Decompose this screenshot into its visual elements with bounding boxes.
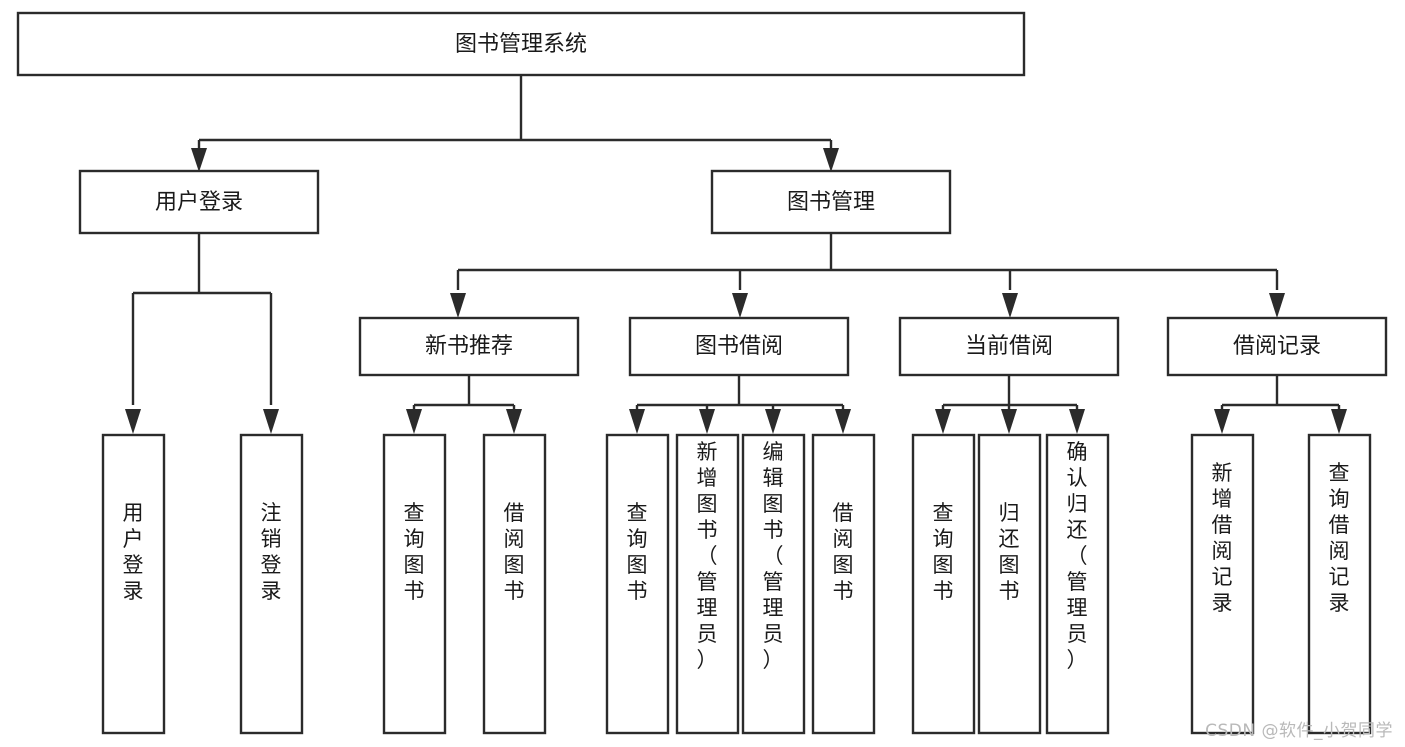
arrow-to-leaf-add-book xyxy=(699,409,715,434)
node-leaf-add-record[interactable]: 新增借阅记录 xyxy=(1190,433,1255,735)
node-leaf-query-record-box[interactable] xyxy=(1307,433,1372,735)
arrow-to-leaf-query-book-3 xyxy=(935,409,951,434)
node-leaf-return-book-label: 归还图书 xyxy=(999,501,1020,603)
node-leaf-borrow-book-1-label: 借阅图书 xyxy=(504,501,525,603)
arrow-to-new-book-recommend xyxy=(450,293,466,318)
node-leaf-query-book-3-label: 查询图书 xyxy=(933,501,954,603)
node-leaf-borrow-book-2-label: 借阅图书 xyxy=(833,501,854,603)
node-leaf-user-login-box[interactable] xyxy=(101,433,166,735)
node-leaf-logout-login[interactable]: 注销登录 xyxy=(239,433,304,735)
node-root-label: 图书管理系统 xyxy=(455,32,587,57)
connector-root-to-level2 xyxy=(197,75,833,158)
node-borrow-record-label: 借阅记录 xyxy=(1233,334,1321,359)
node-leaf-confirm-return-box[interactable] xyxy=(1045,433,1110,735)
node-leaf-borrow-book-1-box[interactable] xyxy=(482,433,547,735)
connector-book-borrow-to-leaves xyxy=(635,375,845,412)
node-leaf-query-book-1[interactable]: 查询图书 xyxy=(382,433,447,735)
node-leaf-add-record-label: 新增借阅记录 xyxy=(1212,461,1233,615)
node-leaf-query-book-1-label: 查询图书 xyxy=(404,501,425,603)
node-leaf-return-book[interactable]: 归还图书 xyxy=(977,433,1042,735)
node-leaf-borrow-book-1[interactable]: 借阅图书 xyxy=(482,433,547,735)
node-leaf-logout-login-label: 注销登录 xyxy=(261,501,282,603)
arrow-to-book-borrow xyxy=(732,293,748,318)
arrow-to-leaf-add-record xyxy=(1214,409,1230,434)
node-user-login[interactable]: 用户登录 xyxy=(78,169,320,235)
node-new-book-recommend-label: 新书推荐 xyxy=(425,334,513,359)
node-root[interactable]: 图书管理系统 xyxy=(16,11,1026,77)
connector-user-login-to-leaves xyxy=(131,233,273,405)
node-borrow-record[interactable]: 借阅记录 xyxy=(1166,316,1388,377)
connector-new-book-recommend-to-leaves xyxy=(412,375,516,412)
node-leaf-borrow-book-2[interactable]: 借阅图书 xyxy=(811,433,876,735)
node-book-borrow[interactable]: 图书借阅 xyxy=(628,316,850,377)
node-borrow-record-box[interactable] xyxy=(1166,316,1388,377)
node-leaf-add-book-box[interactable] xyxy=(675,433,740,735)
node-leaf-user-login-label: 用户登录 xyxy=(123,501,144,603)
node-book-borrow-box[interactable] xyxy=(628,316,850,377)
node-book-manage-label: 图书管理 xyxy=(787,190,875,215)
arrow-to-leaf-borrow-book-1 xyxy=(506,409,522,434)
arrow-to-leaf-query-book-1 xyxy=(406,409,422,434)
node-user-login-label: 用户登录 xyxy=(155,190,243,215)
node-leaf-add-record-box[interactable] xyxy=(1190,433,1255,735)
connector-current-borrow-to-leaves xyxy=(941,375,1079,412)
node-user-login-box[interactable] xyxy=(78,169,320,235)
node-leaf-query-record[interactable]: 查询借阅记录 xyxy=(1307,433,1372,735)
arrow-to-leaf-return-book xyxy=(1001,409,1017,434)
arrow-to-leaf-confirm-return xyxy=(1069,409,1085,434)
node-new-book-recommend[interactable]: 新书推荐 xyxy=(358,316,580,377)
node-leaf-query-book-3-box[interactable] xyxy=(911,433,976,735)
node-leaf-query-book-3[interactable]: 查询图书 xyxy=(911,433,976,735)
node-leaf-edit-book[interactable]: 编辑图书（管理员） xyxy=(741,433,806,735)
node-leaf-query-book-2-label: 查询图书 xyxy=(627,501,648,603)
arrow-to-current-borrow xyxy=(1002,293,1018,318)
node-root-box[interactable] xyxy=(16,11,1026,77)
node-leaf-query-book-2[interactable]: 查询图书 xyxy=(605,433,670,735)
node-current-borrow-label: 当前借阅 xyxy=(965,334,1053,359)
node-new-book-recommend-box[interactable] xyxy=(358,316,580,377)
node-book-manage-box[interactable] xyxy=(710,169,952,235)
arrow-to-leaf-edit-book xyxy=(765,409,781,434)
node-leaf-query-book-1-box[interactable] xyxy=(382,433,447,735)
arrow-to-leaf-logout-login xyxy=(263,409,279,434)
node-leaf-confirm-return[interactable]: 确认归还（管理员） xyxy=(1045,433,1110,735)
connector-book-manage-to-level3 xyxy=(456,233,1279,290)
connector-layer xyxy=(125,75,1347,434)
node-leaf-confirm-return-label: 确认归还（管理员） xyxy=(1067,440,1088,672)
arrow-to-leaf-user-login xyxy=(125,409,141,434)
node-leaf-query-book-2-box[interactable] xyxy=(605,433,670,735)
node-current-borrow[interactable]: 当前借阅 xyxy=(898,316,1120,377)
node-leaf-add-book-label: 新增图书（管理员） xyxy=(697,440,718,672)
arrow-to-user-login xyxy=(191,148,207,172)
node-leaf-user-login[interactable]: 用户登录 xyxy=(101,433,166,735)
node-book-manage[interactable]: 图书管理 xyxy=(710,169,952,235)
arrow-to-leaf-query-book-2 xyxy=(629,409,645,434)
node-leaf-borrow-book-2-box[interactable] xyxy=(811,433,876,735)
node-leaf-logout-login-box[interactable] xyxy=(239,433,304,735)
arrow-to-book-manage xyxy=(823,148,839,172)
connector-borrow-record-to-leaves xyxy=(1220,375,1341,412)
node-book-borrow-label: 图书借阅 xyxy=(695,334,783,359)
leaf-nodes-layer: 用户登录 注销登录 查询图书 借阅图书 查询图书 新增图书（管理员） xyxy=(101,433,1372,735)
node-current-borrow-box[interactable] xyxy=(898,316,1120,377)
node-leaf-edit-book-box[interactable] xyxy=(741,433,806,735)
arrow-to-leaf-query-record xyxy=(1331,409,1347,434)
node-leaf-add-book[interactable]: 新增图书（管理员） xyxy=(675,433,740,735)
arrow-to-borrow-record xyxy=(1269,293,1285,318)
node-leaf-query-record-label: 查询借阅记录 xyxy=(1329,461,1350,615)
node-leaf-return-book-box[interactable] xyxy=(977,433,1042,735)
node-leaf-edit-book-label: 编辑图书（管理员） xyxy=(763,440,784,672)
arrow-to-leaf-borrow-book-2 xyxy=(835,409,851,434)
